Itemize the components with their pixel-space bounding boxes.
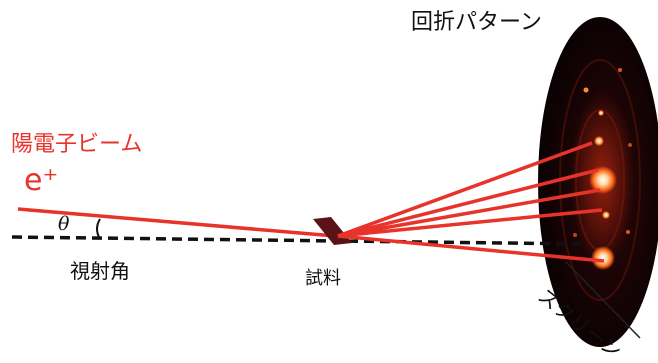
- diffracted-beams: [337, 141, 605, 263]
- diffraction-spots: [573, 68, 632, 270]
- diffraction-pattern-label: 回折パターン: [411, 10, 542, 35]
- diffracted-beam: [337, 188, 601, 238]
- diffraction-spot: [573, 233, 577, 237]
- diffracted-beam: [337, 208, 603, 238]
- sample-label: 試料: [305, 268, 341, 289]
- diffraction-spot: [618, 68, 622, 72]
- positron-beam-label: 陽電子ビーム: [11, 132, 143, 157]
- diffracted-beam: [337, 168, 599, 238]
- diffraction-spot: [626, 230, 630, 234]
- diffraction-spot: [591, 246, 615, 270]
- positron-symbol: e⁺: [24, 163, 59, 198]
- diffraction-spot: [589, 166, 617, 194]
- diffraction-spot: [594, 136, 604, 146]
- screen-edge: [565, 261, 641, 339]
- diffracted-beam: [337, 141, 593, 238]
- rheed-diagram: 回折パターン 陽電子ビーム e⁺ θ 視射角 試料 スクリーン: [11, 10, 658, 363]
- diffraction-spot: [583, 87, 589, 93]
- diffraction-spot: [598, 110, 604, 116]
- angle-theta-label: θ: [58, 213, 70, 235]
- diffraction-spot: [628, 143, 632, 147]
- surface-baseline: [11, 235, 589, 246]
- incident-beam: [17, 207, 336, 238]
- specular-beam: [337, 234, 605, 263]
- glancing-angle-label: 視射角: [70, 259, 130, 283]
- diffraction-spot: [602, 211, 610, 219]
- diagram-canvas: [11, 17, 658, 347]
- angle-arc: [96, 218, 101, 240]
